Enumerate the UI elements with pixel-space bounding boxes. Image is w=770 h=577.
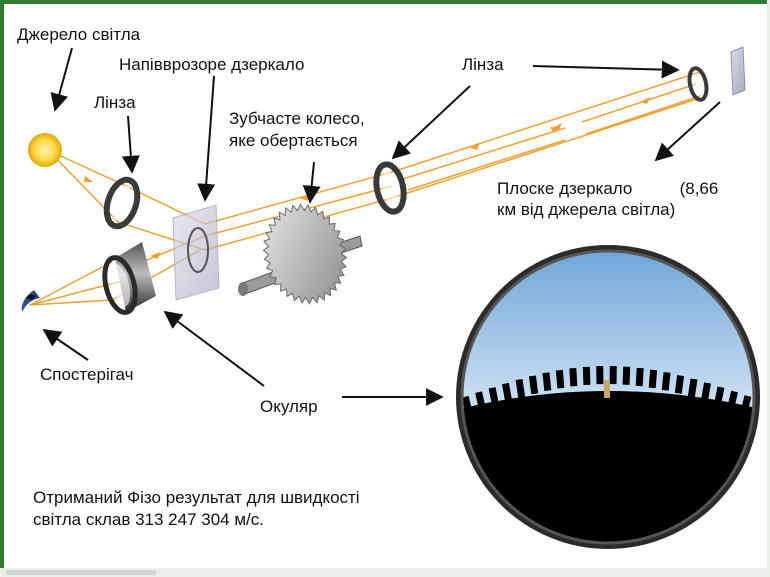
view-tooth xyxy=(700,382,712,402)
view-tooth xyxy=(740,395,752,415)
beam-arrowheads xyxy=(84,97,650,259)
result-text-line1: Отриманий Фізо результат для швидкості xyxy=(33,488,360,507)
eyepiece-view xyxy=(456,245,760,549)
flat-mirror xyxy=(730,46,746,96)
view-tooth xyxy=(714,386,725,406)
gear-body xyxy=(262,203,348,305)
frame-bottom-border xyxy=(0,568,770,577)
view-tooth xyxy=(596,366,604,385)
label-eyepiece: Окуляр xyxy=(260,397,318,416)
pointer-arrows xyxy=(42,47,721,406)
lens-left xyxy=(103,176,141,230)
gear-teeth-view xyxy=(462,366,752,416)
view-tooth xyxy=(674,375,685,394)
label-semi-transparent-mirror: Напівврозоре дзеркало xyxy=(119,55,305,74)
result-text-line2: світла склав 313 247 304 м/с. xyxy=(33,510,264,529)
view-tooth xyxy=(687,378,698,398)
view-tooth xyxy=(542,372,552,392)
eyepiece-tube xyxy=(102,242,156,315)
label-lens-left: Лінза xyxy=(94,93,136,112)
frame-left-border xyxy=(0,0,4,577)
view-tooth xyxy=(569,368,578,387)
view-tooth xyxy=(502,382,513,402)
toothed-gear xyxy=(262,203,348,305)
view-tooth xyxy=(555,369,565,389)
label-observer: Спостерігач xyxy=(40,365,134,384)
view-tooth xyxy=(475,391,486,411)
label-light-source: Джерело світла xyxy=(17,25,141,44)
frame-right-border xyxy=(767,0,770,577)
label-lens-far: Лінза xyxy=(462,55,504,74)
semi-transparent-mirror xyxy=(172,204,220,301)
frame-top-border xyxy=(0,0,770,4)
view-tooth xyxy=(528,375,539,395)
label-gear-line2: яке обертається xyxy=(229,131,358,150)
view-tooth xyxy=(488,387,500,407)
view-tooth xyxy=(462,395,473,416)
view-tooth xyxy=(727,390,738,410)
frame-bottom-bar xyxy=(6,570,156,575)
eye-icon xyxy=(21,290,40,312)
lens-far xyxy=(687,66,709,102)
view-tooth xyxy=(515,378,526,398)
view-tooth xyxy=(635,367,644,387)
lens-middle xyxy=(373,161,407,215)
label-flat-mirror-line2: км від джерела світла) xyxy=(497,200,676,219)
label-flat-mirror-line1: Плоске дзеркало (8,66 xyxy=(497,179,719,198)
view-tooth xyxy=(661,372,671,391)
view-tooth xyxy=(609,366,617,385)
light-beams xyxy=(29,71,701,306)
view-tooth xyxy=(622,366,631,385)
view-tooth xyxy=(648,369,658,389)
label-gear-line1: Зубчасте колесо, xyxy=(229,109,365,128)
view-tooth xyxy=(582,366,591,385)
sun-glow-icon xyxy=(28,133,62,167)
